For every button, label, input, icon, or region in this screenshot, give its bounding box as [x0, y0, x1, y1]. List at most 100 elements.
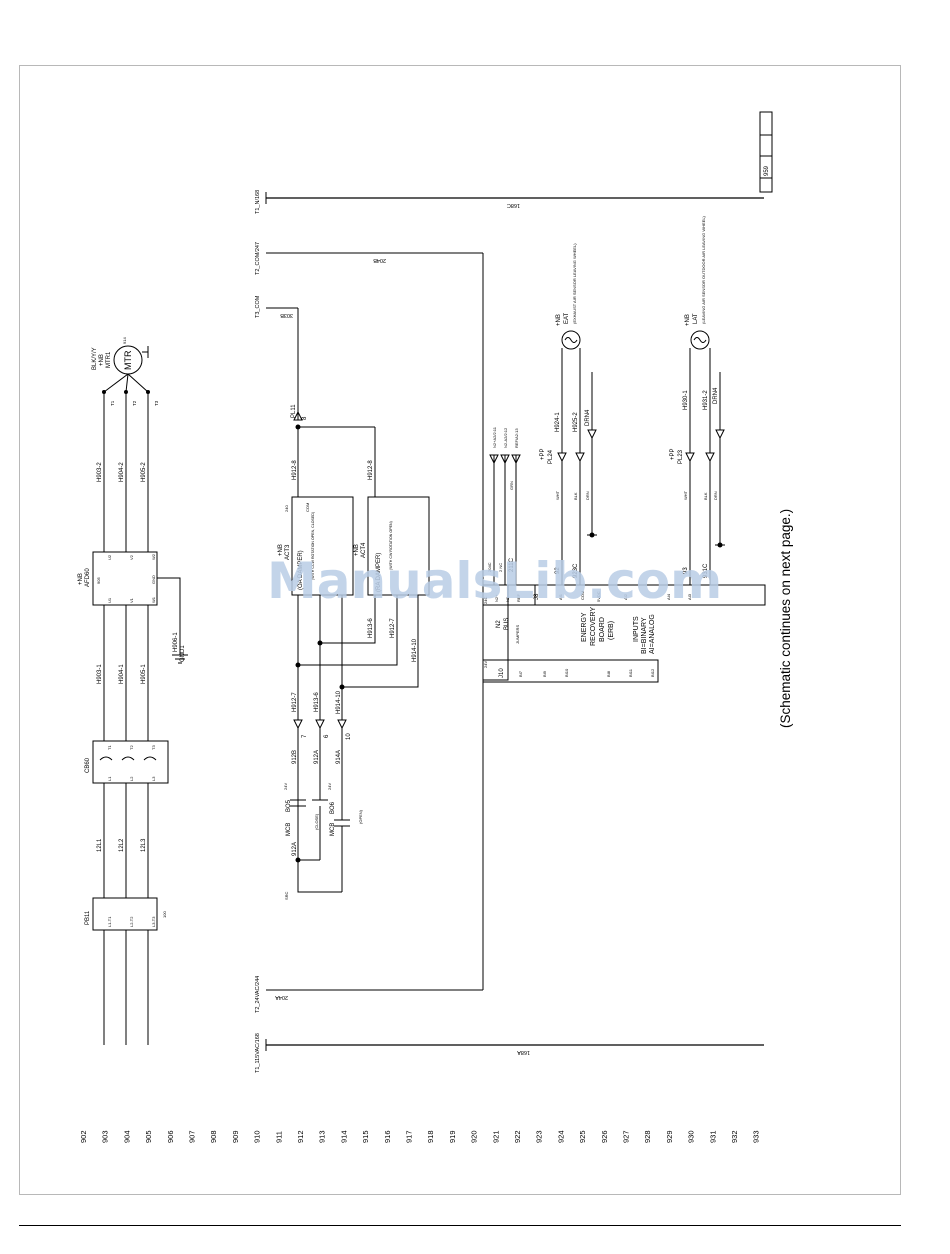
wire-h925-2: H925-2	[573, 412, 579, 432]
pl11-pin10: 10	[346, 733, 352, 740]
pl11-label: PL11	[291, 404, 297, 418]
line-number: 923	[535, 1130, 544, 1143]
wire-drn4-a: DRN4	[585, 409, 591, 426]
eat-title-1: +NB	[556, 314, 562, 326]
wire-204c: 204C	[487, 562, 492, 572]
wire-914a: 914A	[336, 750, 342, 764]
wire-h904-1: H904-1	[119, 664, 125, 684]
wire-931c: 931C	[703, 563, 709, 578]
line-number: 909	[231, 1130, 240, 1143]
motor-title-3: MTR1	[106, 351, 112, 368]
erb-ai1: AI1	[558, 593, 563, 600]
erb-bi11: BI11	[628, 668, 633, 677]
line-number: 929	[665, 1130, 674, 1143]
sheet-number: 959	[764, 165, 770, 176]
cb-l1: L1	[107, 776, 112, 781]
afd-ref: 905	[96, 577, 101, 584]
eat-sensor	[561, 330, 581, 350]
color-grn-n2: GRN	[509, 481, 514, 490]
bus-label-t1-n: T1_N/168	[255, 190, 261, 214]
line-number: 906	[166, 1130, 175, 1143]
wire-h912-8b: H912-8	[368, 460, 374, 480]
erb-24c: 24C	[483, 597, 488, 604]
wire-h906-1: H906-1	[173, 632, 179, 652]
n2-bus-2: BUS	[504, 618, 510, 630]
eat-desc: (EXHAUST AIR SENSOR LEAVING WHEEL)	[572, 243, 577, 324]
color-drn-eat: DRN	[585, 491, 590, 500]
pl11-pin7: 7	[302, 734, 308, 738]
cb-l3: L3	[151, 776, 156, 781]
erb-24v: 24V	[483, 661, 488, 668]
act4-title-2: ACT4	[361, 542, 367, 558]
color-wht-eat: WHT	[555, 490, 560, 500]
line-number: 907	[188, 1130, 197, 1143]
erb-bi12: BI12	[650, 668, 655, 677]
erb-title-1: ENERGY	[581, 612, 588, 642]
src-label: SRC	[284, 891, 289, 900]
erb-com: COM	[580, 591, 585, 600]
wire-n2a: N2+A2/2:11	[492, 426, 497, 448]
motor-label: MTR	[123, 350, 133, 370]
wire-drn4-b: DRN4	[713, 387, 719, 404]
mcb-label-1: MCB	[286, 823, 292, 836]
erb-ai4: AI4	[666, 593, 671, 600]
line-number: 914	[339, 1130, 348, 1143]
pl23-1: +PP	[670, 448, 676, 460]
wire-h912-7: H912-7	[292, 692, 298, 712]
act4-note: (WITH CW ROTATION OPEN)	[389, 521, 393, 570]
act3-title-1: +NB	[278, 544, 284, 556]
erb-bi10: BI10	[564, 668, 569, 677]
wire-93: 93	[683, 567, 689, 574]
line-number: 922	[513, 1130, 522, 1143]
wire-211c: 211C	[509, 557, 515, 572]
act4-title-1: +NB	[354, 544, 360, 556]
wire-912a-2: 912A	[292, 842, 298, 856]
lat-desc: (LEAVING AIR SENSOR OUTDOOR AIR LEAVING …	[701, 215, 706, 324]
erb-ref: REF	[516, 593, 521, 602]
color-blk-eat: BLK	[573, 492, 578, 500]
line-wire-12l2: 12L2	[119, 838, 125, 852]
cb-l2: L2	[129, 776, 134, 781]
afd60-box	[92, 551, 158, 606]
afd-gnd: GND	[151, 575, 156, 584]
motor-t1: T1	[110, 400, 115, 406]
cb-t2: T2	[129, 745, 134, 750]
act3-ref: 240	[284, 505, 289, 512]
afd-u1: U1	[107, 597, 112, 603]
pl11-pin6: 6	[324, 734, 330, 738]
erb-inputs-2: BI=BINARY	[641, 617, 648, 654]
erb-bi7: BI7	[518, 670, 523, 677]
page-border	[19, 65, 901, 1195]
cb-title: CB60	[85, 757, 91, 773]
cb60-box	[92, 740, 169, 784]
line-number: 931	[708, 1130, 717, 1143]
bus-label-t3-com: T3_COM	[255, 295, 261, 318]
bo6-24v: 24V	[327, 783, 332, 790]
erb-bi9: BI9	[542, 670, 547, 677]
wire-ref: REF/A2:13	[514, 428, 519, 448]
bus-label-t1-115vac: T1_115VAC/168	[255, 1033, 261, 1073]
wire-2nc: 2 NC	[498, 563, 503, 572]
bus-label-t2-24vac: T2_24VAC/244	[255, 976, 261, 1013]
wire-h930-1: H930-1	[683, 390, 689, 410]
line-number: 905	[144, 1130, 153, 1143]
cb-t3: T3	[151, 745, 156, 750]
bo6-label: BO6	[330, 801, 336, 814]
line-number: 912	[296, 1130, 305, 1143]
erb-n2b: N2-	[505, 595, 510, 602]
line-number: 933	[752, 1130, 761, 1143]
wire-92: 92	[555, 567, 561, 574]
line-number: 911	[274, 1131, 283, 1143]
afd-title-2: AFD60	[85, 568, 91, 587]
pl24-2: PL24	[548, 449, 554, 464]
erb-5vdc: 5VDC	[596, 591, 601, 602]
line-number: 928	[643, 1130, 652, 1143]
wire-h912-7b: H912-7	[390, 618, 396, 638]
wire-h913-6: H913-6	[314, 692, 320, 712]
lat-sensor	[690, 330, 710, 350]
motor-title-2: +NB	[99, 354, 105, 366]
line-number: 920	[470, 1130, 479, 1143]
act3-name: (OA DAMPER)	[298, 550, 304, 590]
erb-ai2: AI2	[623, 593, 628, 600]
erb-ai3: AI3	[687, 593, 692, 600]
